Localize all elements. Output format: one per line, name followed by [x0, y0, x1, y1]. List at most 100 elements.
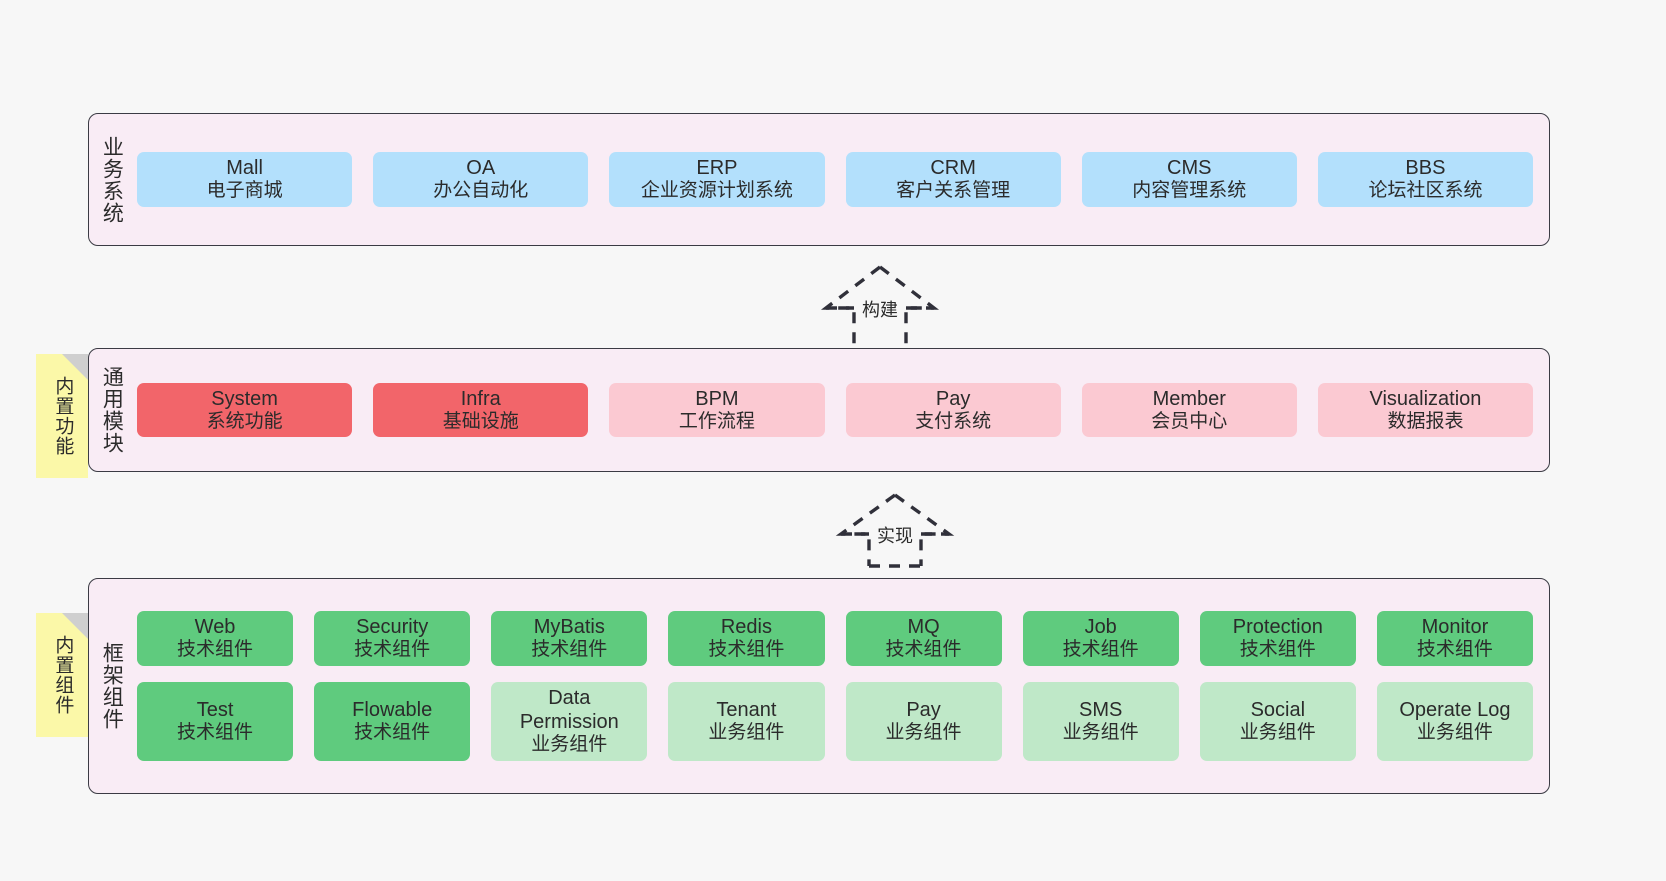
node-title: BPM: [695, 387, 739, 410]
layer-label-framework-components: 框架组件: [100, 642, 124, 730]
node-test[interactable]: Test 技术组件: [137, 682, 294, 761]
node-subtitle: 业务组件: [1239, 722, 1316, 743]
arrow-right-edge: [894, 493, 955, 566]
node-subtitle: 支付系统: [915, 410, 992, 432]
node-system[interactable]: System 系统功能: [137, 382, 353, 438]
node-cms[interactable]: CMS 内容管理系统: [1081, 152, 1297, 207]
connector-build: 构建: [800, 262, 960, 352]
node-title: OA: [466, 157, 496, 180]
node-subtitle: 业务组件: [885, 722, 962, 743]
node-subtitle: 技术组件: [177, 722, 254, 743]
node-crm[interactable]: CRM 客户关系管理: [845, 152, 1061, 207]
node-title: MyBatis: [533, 616, 605, 639]
layer-label-common-modules: 通用模块: [100, 366, 124, 454]
node-pay-component[interactable]: Pay 业务组件: [845, 682, 1002, 761]
node-bpm[interactable]: BPM 工作流程: [609, 382, 825, 438]
node-redis[interactable]: Redis 技术组件: [668, 611, 825, 666]
node-flowable[interactable]: Flowable 技术组件: [314, 682, 471, 761]
node-operate-log[interactable]: Operate Log 业务组件: [1376, 682, 1533, 761]
node-subtitle: 工作流程: [678, 410, 755, 432]
node-mall[interactable]: Mall 电子商城: [137, 152, 353, 207]
node-subtitle: 技术组件: [177, 639, 254, 661]
layer-framework-components: 框架组件 Web 技术组件 Security 技术组件 MyBatis 技术组件…: [88, 578, 1550, 794]
arrow-left-edge: [835, 493, 896, 566]
node-subtitle: 技术组件: [1416, 639, 1493, 661]
layer-label-business-systems: 业务系统: [100, 135, 124, 224]
node-data-permission[interactable]: Data Permission 业务组件: [491, 682, 648, 761]
node-title: Flowable: [352, 699, 433, 721]
node-subtitle: 办公自动化: [433, 180, 529, 202]
node-title: Member: [1152, 387, 1226, 410]
arrow-right-edge: [878, 265, 940, 350]
node-subtitle: 业务组件: [708, 722, 785, 743]
node-title: Mall: [226, 157, 263, 180]
node-monitor[interactable]: Monitor 技术组件: [1376, 611, 1533, 666]
node-subtitle: 客户关系管理: [896, 180, 1011, 202]
node-mybatis[interactable]: MyBatis 技术组件: [491, 611, 648, 666]
node-title: Test: [196, 699, 234, 721]
node-subtitle: 技术组件: [354, 722, 431, 743]
node-row: Test 技术组件 Flowable 技术组件 Data Permission …: [137, 682, 1533, 761]
node-title: MQ: [907, 616, 940, 639]
node-oa[interactable]: OA 办公自动化: [373, 152, 589, 207]
node-subtitle: 基础设施: [442, 410, 519, 432]
node-title: Infra: [460, 387, 501, 410]
node-row: System 系统功能 Infra 基础设施 BPM 工作流程 Pay 支付系统…: [137, 382, 1534, 438]
node-erp[interactable]: ERP 企业资源计划系统: [609, 152, 825, 207]
node-security[interactable]: Security 技术组件: [314, 611, 471, 666]
connector-build-label: 构建: [859, 296, 901, 322]
node-subtitle: 技术组件: [708, 639, 785, 661]
node-row: Web 技术组件 Security 技术组件 MyBatis 技术组件 Redi…: [137, 611, 1533, 666]
node-member[interactable]: Member 会员中心: [1081, 382, 1297, 438]
node-subtitle: 技术组件: [1062, 639, 1139, 661]
node-title: CRM: [930, 157, 976, 180]
layer-common-modules: 通用模块 System 系统功能 Infra 基础设施 BPM 工作流程 Pay…: [88, 348, 1550, 472]
node-subtitle: 系统功能: [206, 410, 283, 432]
node-title: Pay: [935, 387, 971, 410]
node-title: Protection: [1232, 616, 1323, 639]
sticky-note-builtin-components: 内置组件: [36, 613, 88, 737]
folded-corner-icon: [62, 613, 88, 639]
node-title: Job: [1084, 616, 1117, 639]
node-subtitle: 企业资源计划系统: [640, 180, 793, 202]
node-title: Data Permission: [519, 687, 619, 733]
node-tenant[interactable]: Tenant 业务组件: [668, 682, 825, 761]
connector-implement-label: 实现: [874, 522, 916, 548]
layer-body-business-systems: Mall 电子商城 OA 办公自动化 ERP 企业资源计划系统 CRM 客户关系…: [133, 114, 1549, 245]
node-subtitle: 业务组件: [1062, 722, 1139, 743]
node-title: System: [211, 387, 278, 410]
layer-body-common-modules: System 系统功能 Infra 基础设施 BPM 工作流程 Pay 支付系统…: [133, 349, 1549, 471]
node-mq[interactable]: MQ 技术组件: [845, 611, 1002, 666]
node-pay-module[interactable]: Pay 支付系统: [845, 382, 1061, 438]
node-title: BBS: [1405, 157, 1446, 180]
node-subtitle: 内容管理系统: [1132, 180, 1247, 202]
node-job[interactable]: Job 技术组件: [1022, 611, 1179, 666]
node-subtitle: 业务组件: [531, 734, 608, 755]
node-title: SMS: [1079, 699, 1123, 721]
layer-business-systems: 业务系统 Mall 电子商城 OA 办公自动化 ERP 企业资源计划系统 CRM…: [88, 113, 1550, 246]
node-subtitle: 技术组件: [1239, 639, 1316, 661]
node-infra[interactable]: Infra 基础设施: [373, 382, 589, 438]
sticky-note-label: 内置组件: [52, 635, 74, 715]
node-title: Monitor: [1421, 616, 1489, 639]
node-title: Pay: [906, 699, 941, 721]
node-subtitle: 电子商城: [206, 180, 283, 202]
node-sms[interactable]: SMS 业务组件: [1022, 682, 1179, 761]
sticky-note-label: 内置功能: [52, 376, 74, 456]
node-row: Mall 电子商城 OA 办公自动化 ERP 企业资源计划系统 CRM 客户关系…: [137, 152, 1534, 207]
node-subtitle: 数据报表: [1387, 410, 1464, 432]
arrow-left-edge: [820, 265, 882, 350]
node-bbs[interactable]: BBS 论坛社区系统: [1317, 152, 1534, 207]
sticky-note-builtin-features: 内置功能: [36, 354, 88, 478]
connector-implement: 实现: [815, 490, 975, 568]
node-title: Operate Log: [1399, 699, 1511, 721]
node-social[interactable]: Social 业务组件: [1199, 682, 1356, 761]
node-title: Redis: [720, 616, 772, 639]
node-title: Security: [356, 616, 429, 639]
node-web[interactable]: Web 技术组件: [137, 611, 294, 666]
node-subtitle: 技术组件: [531, 639, 608, 661]
node-protection[interactable]: Protection 技术组件: [1199, 611, 1356, 666]
node-title: Visualization: [1369, 387, 1482, 410]
node-subtitle: 会员中心: [1151, 410, 1228, 432]
node-visualization[interactable]: Visualization 数据报表: [1317, 382, 1534, 438]
